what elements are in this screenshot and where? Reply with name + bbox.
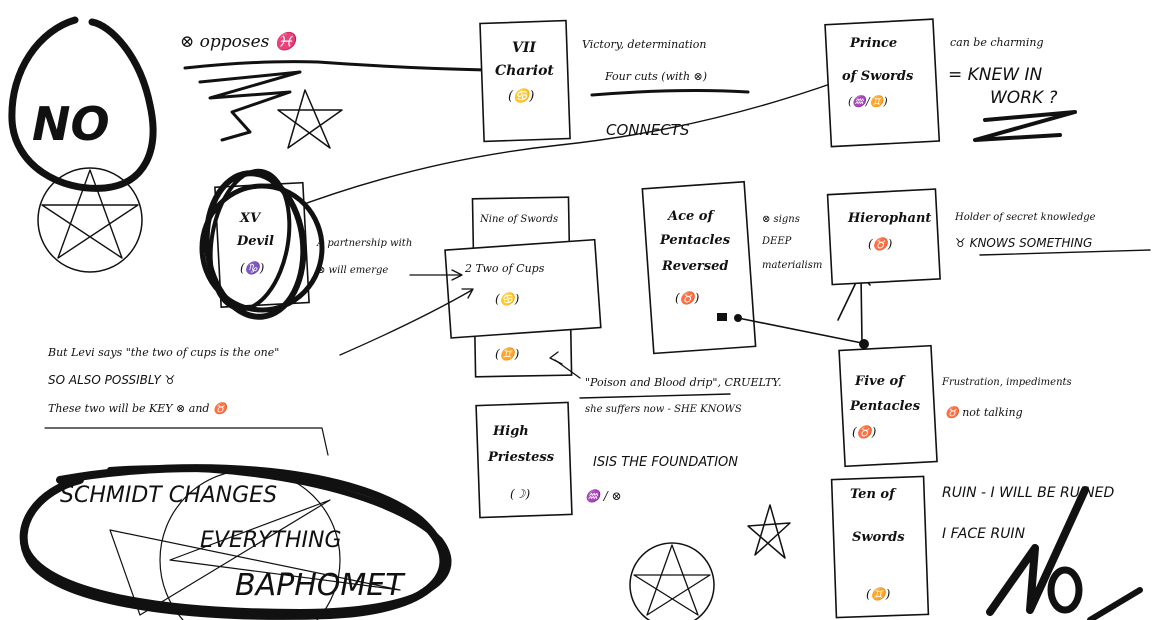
svg-text:Ten of: Ten of bbox=[850, 487, 897, 502]
svg-text:Devil: Devil bbox=[236, 234, 274, 249]
partnership-note-1: A partnership with bbox=[316, 238, 412, 249]
svg-text:Five of: Five of bbox=[854, 374, 906, 389]
card-high-priestess: High Priestess (☽) bbox=[475, 401, 573, 519]
svg-text:(♊): (♊) bbox=[866, 587, 891, 601]
ace-note-1: ⊗ signs bbox=[762, 214, 800, 225]
star-top-left bbox=[277, 89, 343, 149]
card-ten-of-swords: Ten of Swords (♊) bbox=[830, 475, 930, 619]
partnership-note-2: ⊗ will emerge bbox=[317, 265, 388, 276]
levi-arrow bbox=[339, 289, 473, 356]
svg-text:(☽): (☽) bbox=[510, 487, 530, 501]
isis-note: ISIS THE FOUNDATION bbox=[593, 455, 738, 470]
pentagram-circle-bottom bbox=[629, 542, 715, 620]
svg-text:Hierophant: Hierophant bbox=[847, 211, 931, 226]
suffers-note: she suffers now - SHE KNOWS bbox=[585, 404, 742, 415]
svg-text:Chariot: Chariot bbox=[495, 63, 554, 79]
hierophant-note-2: ♉ KNOWS SOMETHING bbox=[955, 236, 1092, 250]
schmidt-loop bbox=[19, 464, 452, 620]
connects-label: CONNECTS bbox=[606, 121, 690, 139]
svg-text:of Swords: of Swords bbox=[842, 69, 914, 84]
ace-note-2: DEEP bbox=[761, 236, 792, 247]
svg-text:Priestess: Priestess bbox=[487, 450, 555, 465]
svg-text:2 Two of Cups: 2 Two of Cups bbox=[464, 262, 545, 275]
levi-note: But Levi says "the two of cups is the on… bbox=[47, 346, 279, 359]
these-two-note: These two will be KEY ⊗ and ♉ bbox=[48, 402, 229, 415]
ace-note-3: materialism bbox=[762, 260, 822, 271]
opposes-note: ⊗ opposes ♓ bbox=[180, 31, 300, 52]
poison-note: "Poison and Blood drip", CRUELTY. bbox=[585, 376, 782, 389]
svg-text:Prince: Prince bbox=[849, 36, 897, 51]
svg-text:Ace of: Ace of bbox=[666, 209, 715, 224]
isis-sub-note: ♒ / ⊗ bbox=[585, 489, 622, 503]
svg-text:Nine of Swords: Nine of Swords bbox=[479, 214, 558, 225]
card-hierophant: Hierophant (♉) bbox=[826, 188, 941, 286]
svg-text:(♉): (♉) bbox=[868, 237, 893, 251]
zigzag-scribble bbox=[198, 70, 302, 142]
svg-text:(♑): (♑) bbox=[240, 261, 265, 275]
ruin-note-1: RUIN - I WILL BE RUINED bbox=[942, 485, 1114, 501]
card-five-of-pentacles: Five of Pentacles (♉) bbox=[838, 344, 938, 468]
chariot-note-2: Four cuts (with ⊗) bbox=[604, 70, 707, 83]
svg-text:VII: VII bbox=[512, 40, 536, 56]
svg-text:(♉): (♉) bbox=[675, 291, 700, 305]
pentagram-circle-left bbox=[37, 167, 143, 273]
everything-text: EVERYTHING bbox=[200, 528, 342, 553]
knight-note-1: can be charming bbox=[950, 36, 1043, 49]
svg-text:(♋): (♋) bbox=[495, 292, 520, 306]
card-two-of-cups: 2 Two of Cups (♋) bbox=[444, 238, 602, 339]
knight-note-3: WORK ? bbox=[990, 88, 1058, 108]
no-bottom-right: No bbox=[986, 486, 1143, 620]
no-text-top-left: NO bbox=[32, 97, 110, 151]
svg-text:High: High bbox=[492, 424, 529, 439]
svg-text:Pentacles: Pentacles bbox=[659, 233, 731, 248]
no-circle-top-left: NO bbox=[8, 16, 157, 192]
devil-to-knight-line bbox=[287, 81, 837, 211]
chariot-note-1: Victory, determination bbox=[582, 38, 706, 51]
so-also-note: SO ALSO POSSIBLY ♉ bbox=[48, 373, 175, 387]
svg-text:(♋): (♋) bbox=[508, 88, 534, 104]
not-talking-note: ♉ not talking bbox=[945, 406, 1023, 419]
svg-text:Swords: Swords bbox=[852, 530, 905, 545]
card-ace-of-pentacles: Ace of Pentacles Reversed (♉) bbox=[641, 180, 757, 355]
card-chariot: VII Chariot (♋) bbox=[479, 19, 571, 143]
frustration-note: Frustration, impediments bbox=[941, 377, 1072, 388]
svg-text:Reversed: Reversed bbox=[661, 259, 728, 274]
svg-text:(♒/♊): (♒/♊) bbox=[848, 95, 888, 108]
card-prince-of-swords: Prince of Swords (♒/♊) bbox=[824, 18, 941, 148]
baphomet-text: BAPHOMET bbox=[235, 568, 406, 603]
star-center bbox=[747, 504, 791, 559]
hierophant-note-1: Holder of secret knowledge bbox=[954, 212, 1096, 223]
svg-text:Pentacles: Pentacles bbox=[849, 399, 921, 414]
knight-note-2: = KNEW IN bbox=[948, 65, 1042, 85]
svg-text:(♊): (♊) bbox=[495, 347, 520, 361]
svg-text:XV: XV bbox=[239, 211, 262, 226]
svg-text:(♉): (♉) bbox=[852, 425, 877, 439]
schmidt-text: SCHMIDT CHANGES bbox=[60, 483, 277, 508]
ruin-note-2: I FACE RUIN bbox=[942, 526, 1026, 542]
card-devil: XV Devil (♑) bbox=[199, 168, 325, 320]
